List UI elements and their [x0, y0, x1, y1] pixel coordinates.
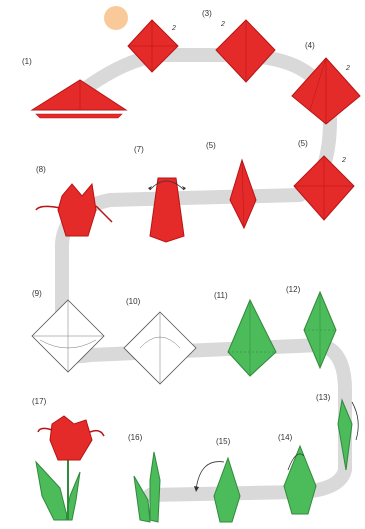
- step-1-label: (1): [22, 57, 32, 66]
- step-16-label: (16): [128, 433, 143, 442]
- step-8-figure: [36, 184, 112, 236]
- step-3-figure: [216, 20, 275, 82]
- step-15-label: (15): [216, 437, 231, 446]
- step-5b-label: (5): [298, 139, 308, 148]
- step-4-label: (4): [305, 41, 315, 50]
- step-connector-path: [62, 55, 345, 495]
- fold-number-b: 2: [220, 21, 225, 28]
- step-6-figure: [230, 160, 256, 228]
- step-13-label: (13): [316, 393, 331, 402]
- step-14-label: (14): [278, 433, 293, 442]
- step-8-label: (8): [36, 165, 46, 174]
- step-7-label: (7): [134, 145, 144, 154]
- accent-dot: [104, 6, 128, 30]
- step-10-label: (10): [126, 297, 141, 306]
- step-11-label: (11): [214, 291, 228, 300]
- step-14-figure: [284, 446, 316, 514]
- step-7-figure: [148, 178, 186, 242]
- step-16-figure: [134, 452, 160, 522]
- step-5a-label: (5): [206, 141, 216, 150]
- step-1-figure: [32, 80, 126, 118]
- fold-number-d: 2: [341, 157, 346, 164]
- step-12-label: (12): [286, 285, 301, 294]
- fold-number-a: 2: [171, 25, 176, 32]
- step-17-figure: [36, 416, 104, 520]
- fold-number-c: 2: [345, 65, 350, 72]
- step-5b-figure: [294, 156, 354, 220]
- step-10-figure: [124, 312, 196, 384]
- step-11-figure: [228, 300, 276, 376]
- step-3-label: (3): [202, 9, 212, 18]
- step-17-label: (17): [32, 397, 47, 406]
- step-9-label: (9): [32, 289, 42, 298]
